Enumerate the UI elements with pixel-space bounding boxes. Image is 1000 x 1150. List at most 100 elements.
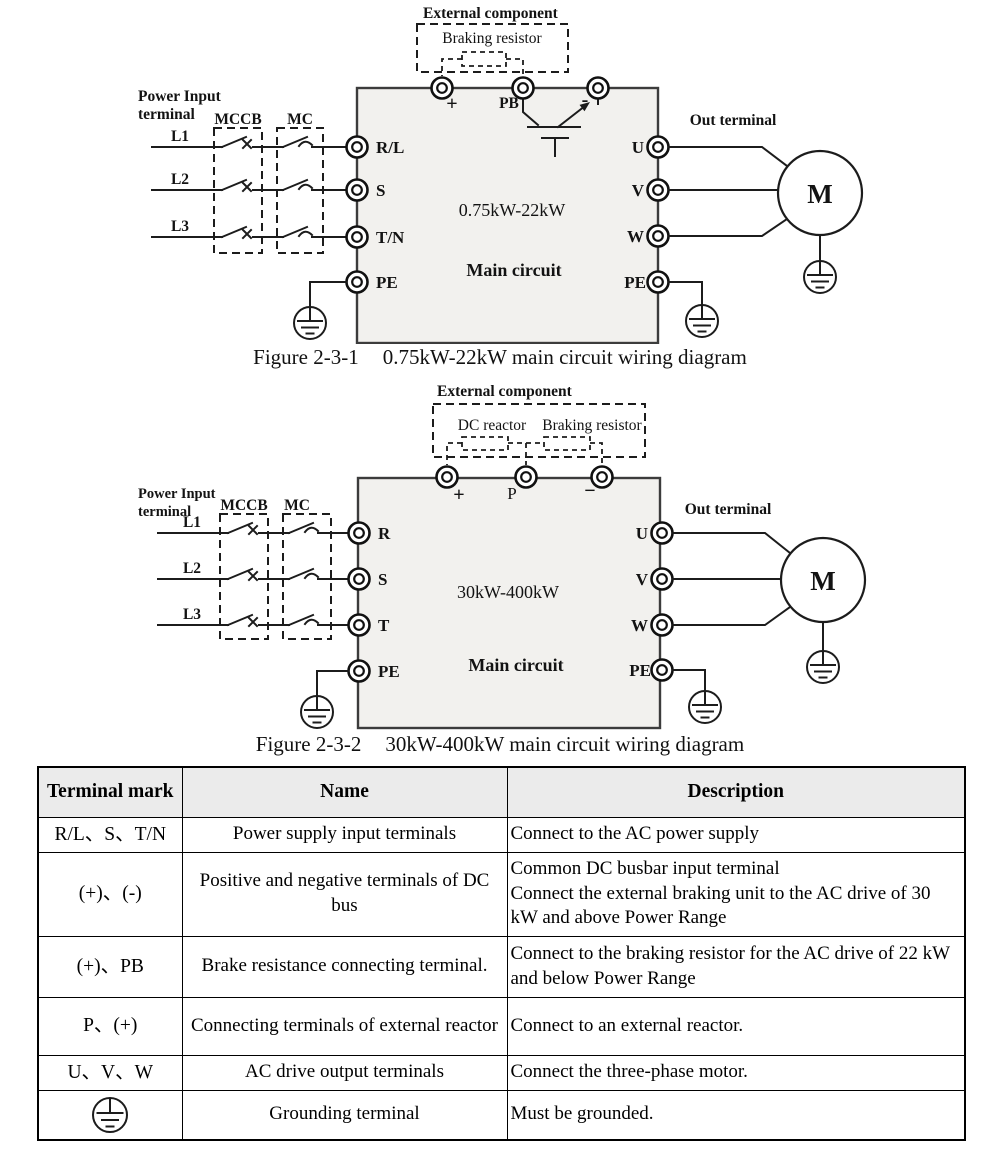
ground-symbol-motor [806,650,840,684]
figure-1-caption-label: Figure 2-3-1 [253,345,359,369]
ground-symbol-output [688,690,722,724]
pe-out-label: PE [629,661,651,680]
mccb-box [219,513,269,640]
pe-in-wire [309,281,347,307]
name-cell: Power supply input terminals [181,816,508,853]
terminal-minus [586,76,610,100]
brake-chopper-igbt [522,98,599,157]
terminal-tn [345,225,369,249]
terminal-pe-out [646,270,670,294]
terminal-t [347,613,371,637]
svg-text:L2: L2 [171,171,189,188]
main-circuit-label: Main circuit [466,260,561,280]
minus-label: − [584,480,595,502]
u-wire [672,532,792,555]
svg-text:L3: L3 [171,218,189,235]
svg-text:L1: L1 [171,128,189,145]
rating-label: 0.75kW-22kW [459,200,565,220]
terminal-mark-cell: P、(+) [37,996,183,1056]
table-header-row: Terminal mark Name Description [37,766,966,818]
braking-resistor-symbol [543,436,603,465]
power-input-label-1: Power Input [138,486,216,502]
mccb-label: MCCB [214,111,261,128]
name-cell: Brake resistance connecting terminal. [181,935,508,998]
terminal-mark-cell: (+)、PB [37,935,183,998]
pe-in-label: PE [378,662,400,681]
w-wire [668,217,789,237]
phase-line-l1: L1 [151,128,347,150]
out-terminal-label: Out terminal [690,112,777,129]
plus-label: + [453,484,464,506]
figure-2-caption-text: 30kW-400kW main circuit wiring diagram [385,732,745,756]
terminal-u [646,135,670,159]
table-row: Grounding terminal Must be grounded. [37,1089,966,1141]
main-circuit-label: Main circuit [468,655,563,675]
grounding-symbol-icon [92,1096,129,1133]
external-component-box [432,403,646,458]
u-label: U [636,524,648,543]
r-label: R [378,524,391,543]
table-row: U、V、W AC drive output terminals Connect … [37,1054,966,1091]
rl-label: R/L [376,138,404,157]
svg-text:L2: L2 [183,560,201,577]
terminal-pe-in [345,270,369,294]
terminal-pe-in [347,659,371,683]
description-cell: Connect to the AC power supply [506,816,966,853]
pe-in-label: PE [376,273,398,292]
w-wire [672,605,792,626]
rating-label: 30kW-400kW [457,582,559,602]
ground-symbol-input [293,306,327,340]
external-component-label: External component [423,5,559,22]
name-cell: Positive and negative terminals of DC bu… [181,851,508,937]
motor-label: M [807,179,832,209]
description-cell: Connect to the braking resistor for the … [506,935,966,998]
mc-label: MC [287,111,313,128]
s-label: S [378,570,387,589]
external-component-box [416,23,569,73]
phase-line-l3: L3 [151,218,347,240]
figure-2-3-2-diagram: External component DC reactor Braking re… [138,383,867,730]
name-cell: Connecting terminals of external reactor [181,996,508,1056]
p-label: P [507,484,516,503]
phase-line-l2: L2 [151,171,347,193]
terminal-p [514,465,538,489]
terminal-v [650,567,674,591]
pb-label: PB [499,95,519,112]
s-label: S [376,181,385,200]
table-row: (+)、(-) Positive and negative terminals … [37,851,966,937]
terminal-rl [345,135,369,159]
tn-label: T/N [376,228,405,247]
plus-label: + [446,93,457,115]
terminal-mark-cell: (+)、(-) [37,851,183,937]
main-circuit-box [355,86,660,344]
pe-out-wire [668,281,703,305]
v-label: V [632,181,645,200]
svg-text:L1: L1 [183,514,201,531]
ground-symbol-motor [803,260,837,294]
mccb-label: MCCB [220,497,267,514]
name-cell: Grounding terminal [181,1089,508,1141]
name-cell: AC drive output terminals [181,1054,508,1091]
header-name: Name [181,766,508,818]
dc-reactor-label: DC reactor [458,417,527,434]
terminal-s [345,178,369,202]
w-label: W [627,227,644,246]
svg-text:L3: L3 [183,606,201,623]
terminal-table: Terminal mark Name Description R/L、S、T/N… [37,766,966,1141]
ground-symbol-input [300,695,334,729]
w-label: W [631,616,648,635]
mc-label: MC [284,497,310,514]
terminal-r [347,521,371,545]
terminal-w [646,224,670,248]
out-terminal-label: Out terminal [685,501,772,518]
terminal-w [650,613,674,637]
table-row: R/L、S、T/N Power supply input terminals C… [37,816,966,853]
ground-symbol-output [685,304,719,338]
terminal-s [347,567,371,591]
phase-line-l1: L1 [157,514,349,536]
header-terminal-mark: Terminal mark [37,766,183,818]
braking-resistor-label: Braking resistor [542,417,642,434]
pe-out-label: PE [624,273,646,292]
phase-line-l2: L2 [157,560,349,582]
